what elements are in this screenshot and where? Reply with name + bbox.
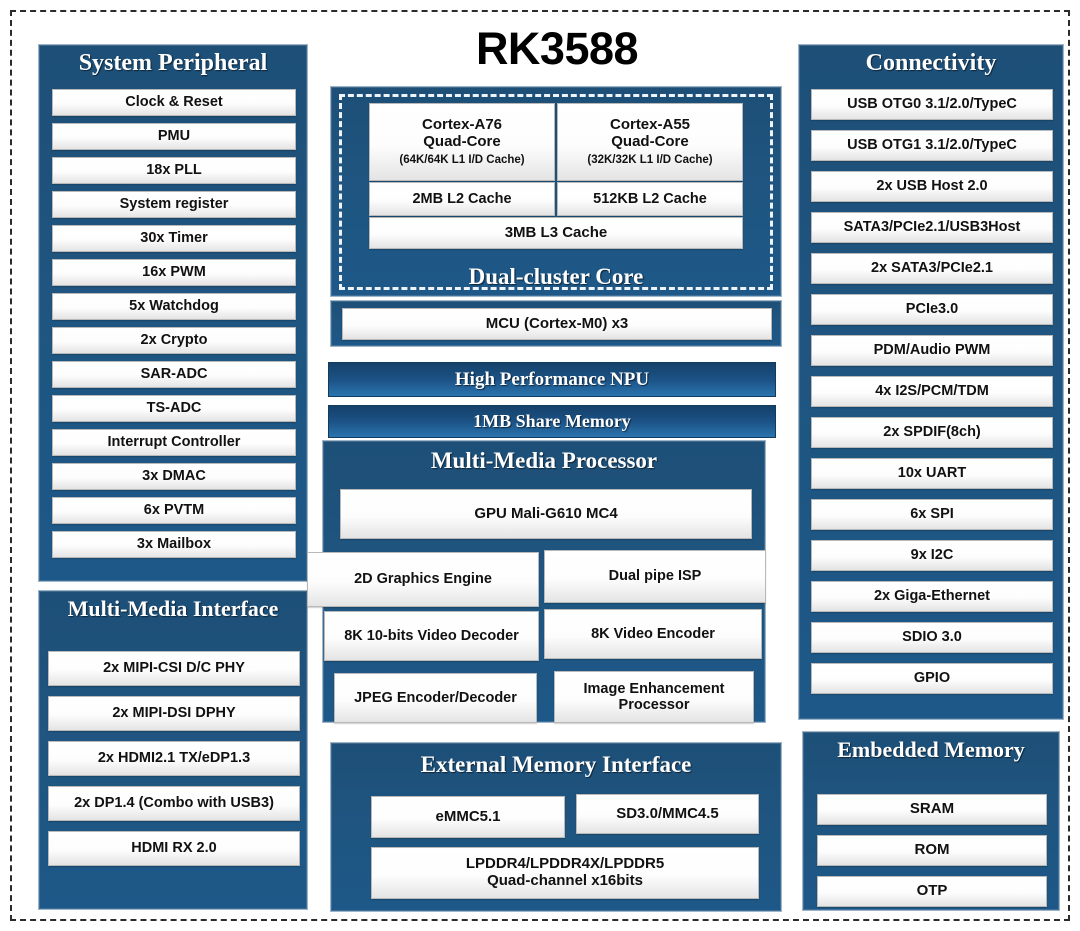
sd-mmc-block[interactable]: SD3.0/MMC4.5: [576, 794, 759, 834]
list-item[interactable]: 4x I2S/PCM/TDM: [811, 376, 1053, 407]
list-item[interactable]: OTP: [817, 876, 1047, 907]
panel-title-external-memory-interface: External Memory Interface: [420, 752, 692, 777]
npu-bar[interactable]: High Performance NPU: [328, 362, 776, 397]
block-2d-graphics-engine[interactable]: 2D Graphics Engine: [307, 552, 539, 607]
core-cache: (32K/32K L1 I/D Cache): [587, 153, 713, 166]
list-item[interactable]: ROM: [817, 835, 1047, 866]
list-item[interactable]: 9x I2C: [811, 540, 1053, 571]
lpddr-line-1: LPDDR4/LPDDR4X/LPDDR5: [465, 855, 665, 873]
list-item[interactable]: 2x Giga-Ethernet: [811, 581, 1053, 612]
list-item[interactable]: USB OTG0 3.1/2.0/TypeC: [811, 89, 1053, 120]
block-dual-pipe-isp[interactable]: Dual pipe ISP: [544, 550, 766, 603]
list-item[interactable]: Clock & Reset: [52, 89, 296, 116]
list-item[interactable]: SATA3/PCIe2.1/USB3Host: [811, 212, 1053, 243]
list-item[interactable]: 2x SPDIF(8ch): [811, 417, 1053, 448]
block-image-enhancement[interactable]: Image Enhancement Processor: [554, 671, 754, 723]
list-item[interactable]: 30x Timer: [52, 225, 296, 252]
panel-title-connectivity: Connectivity: [865, 50, 997, 76]
core-config: Quad-Core: [611, 133, 689, 151]
panel-title-embedded-memory: Embedded Memory: [837, 737, 1025, 762]
cortex-a55-block[interactable]: Cortex-A55 Quad-Core (32K/32K L1 I/D Cac…: [557, 103, 743, 181]
list-item[interactable]: 2x USB Host 2.0: [811, 171, 1053, 202]
list-item[interactable]: 2x MIPI-DSI DPHY: [48, 696, 300, 731]
list-item[interactable]: PDM/Audio PWM: [811, 335, 1053, 366]
list-item[interactable]: Interrupt Controller: [52, 429, 296, 456]
little-core-column: Cortex-A55 Quad-Core (32K/32K L1 I/D Cac…: [557, 103, 743, 216]
panel-system-peripheral: System Peripheral Clock & Reset PMU 18x …: [38, 44, 308, 582]
list-item[interactable]: 18x PLL: [52, 157, 296, 184]
list-item[interactable]: 6x PVTM: [52, 497, 296, 524]
lpddr-line-2: Quad-channel x16bits: [487, 872, 643, 889]
cluster-core-grid: Cortex-A76 Quad-Core (64K/64K L1 I/D Cac…: [369, 103, 743, 249]
dual-cluster-core-label: Dual-cluster Core: [468, 264, 644, 289]
panel-multimedia-interface: Multi-Media Interface 2x MIPI-CSI D/C PH…: [38, 590, 308, 910]
list-item[interactable]: USB OTG1 3.1/2.0/TypeC: [811, 130, 1053, 161]
lpddr-block[interactable]: LPDDR4/LPDDR4X/LPDDR5 Quad-channel x16bi…: [371, 847, 759, 899]
cortex-a76-block[interactable]: Cortex-A76 Quad-Core (64K/64K L1 I/D Cac…: [369, 103, 555, 181]
list-item[interactable]: 16x PWM: [52, 259, 296, 286]
embedded-memory-item-list: SRAM ROM OTP: [817, 794, 1047, 917]
list-item[interactable]: 3x Mailbox: [52, 531, 296, 558]
multimedia-interface-item-list: 2x MIPI-CSI D/C PHY 2x MIPI-DSI DPHY 2x …: [48, 651, 300, 876]
l3-cache-block[interactable]: 3MB L3 Cache: [369, 217, 743, 249]
list-item[interactable]: 3x DMAC: [52, 463, 296, 490]
list-item[interactable]: PCIe3.0: [811, 294, 1053, 325]
big-core-column: Cortex-A76 Quad-Core (64K/64K L1 I/D Cac…: [369, 103, 555, 216]
core-cache: (64K/64K L1 I/D Cache): [399, 153, 525, 166]
system-peripheral-item-list: Clock & Reset PMU 18x PLL System registe…: [52, 89, 296, 565]
a55-l2-cache[interactable]: 512KB L2 Cache: [557, 182, 743, 216]
panel-embedded-memory: Embedded Memory SRAM ROM OTP: [802, 731, 1060, 911]
panel-title-multimedia-processor: Multi-Media Processor: [430, 448, 658, 473]
panel-connectivity: Connectivity USB OTG0 3.1/2.0/TypeC USB …: [798, 44, 1064, 720]
list-item[interactable]: 2x MIPI-CSI D/C PHY: [48, 651, 300, 686]
list-item[interactable]: 5x Watchdog: [52, 293, 296, 320]
page-title: RK3588: [475, 23, 639, 74]
panel-external-memory-interface: External Memory Interface eMMC5.1 SD3.0/…: [330, 742, 782, 912]
list-item[interactable]: 2x Crypto: [52, 327, 296, 354]
list-item[interactable]: SAR-ADC: [52, 361, 296, 388]
list-item[interactable]: SRAM: [817, 794, 1047, 825]
list-item[interactable]: 2x HDMI2.1 TX/eDP1.3: [48, 741, 300, 776]
list-item[interactable]: SDIO 3.0: [811, 622, 1053, 653]
core-name: Cortex-A76: [421, 116, 503, 134]
list-item[interactable]: GPIO: [811, 663, 1053, 694]
a76-l2-cache[interactable]: 2MB L2 Cache: [369, 182, 555, 216]
block-video-encoder[interactable]: 8K Video Encoder: [544, 609, 762, 659]
gpu-block[interactable]: GPU Mali-G610 MC4: [340, 489, 752, 539]
panel-title-system-peripheral: System Peripheral: [78, 50, 268, 76]
core-config: Quad-Core: [423, 133, 501, 151]
core-name: Cortex-A55: [609, 116, 691, 134]
panel-dual-cluster-core: Cortex-A76 Quad-Core (64K/64K L1 I/D Cac…: [330, 86, 782, 297]
list-item[interactable]: PMU: [52, 123, 296, 150]
list-item[interactable]: TS-ADC: [52, 395, 296, 422]
emmc-block[interactable]: eMMC5.1: [371, 796, 565, 838]
connectivity-item-list: USB OTG0 3.1/2.0/TypeC USB OTG1 3.1/2.0/…: [811, 89, 1053, 704]
list-item[interactable]: System register: [52, 191, 296, 218]
list-item[interactable]: HDMI RX 2.0: [48, 831, 300, 866]
mcu-block[interactable]: MCU (Cortex-M0) x3: [342, 308, 772, 340]
share-memory-bar[interactable]: 1MB Share Memory: [328, 405, 776, 438]
list-item[interactable]: 6x SPI: [811, 499, 1053, 530]
block-jpeg-encoder-decoder[interactable]: JPEG Encoder/Decoder: [334, 673, 537, 723]
list-item[interactable]: 2x DP1.4 (Combo with USB3): [48, 786, 300, 821]
panel-mcu: MCU (Cortex-M0) x3: [330, 300, 782, 347]
list-item[interactable]: 2x SATA3/PCIe2.1: [811, 253, 1053, 284]
block-video-decoder[interactable]: 8K 10-bits Video Decoder: [324, 611, 539, 661]
diagram-frame: RK3588 System Peripheral Clock & Reset P…: [10, 10, 1070, 921]
panel-title-multimedia-interface: Multi-Media Interface: [67, 596, 279, 621]
list-item[interactable]: 10x UART: [811, 458, 1053, 489]
